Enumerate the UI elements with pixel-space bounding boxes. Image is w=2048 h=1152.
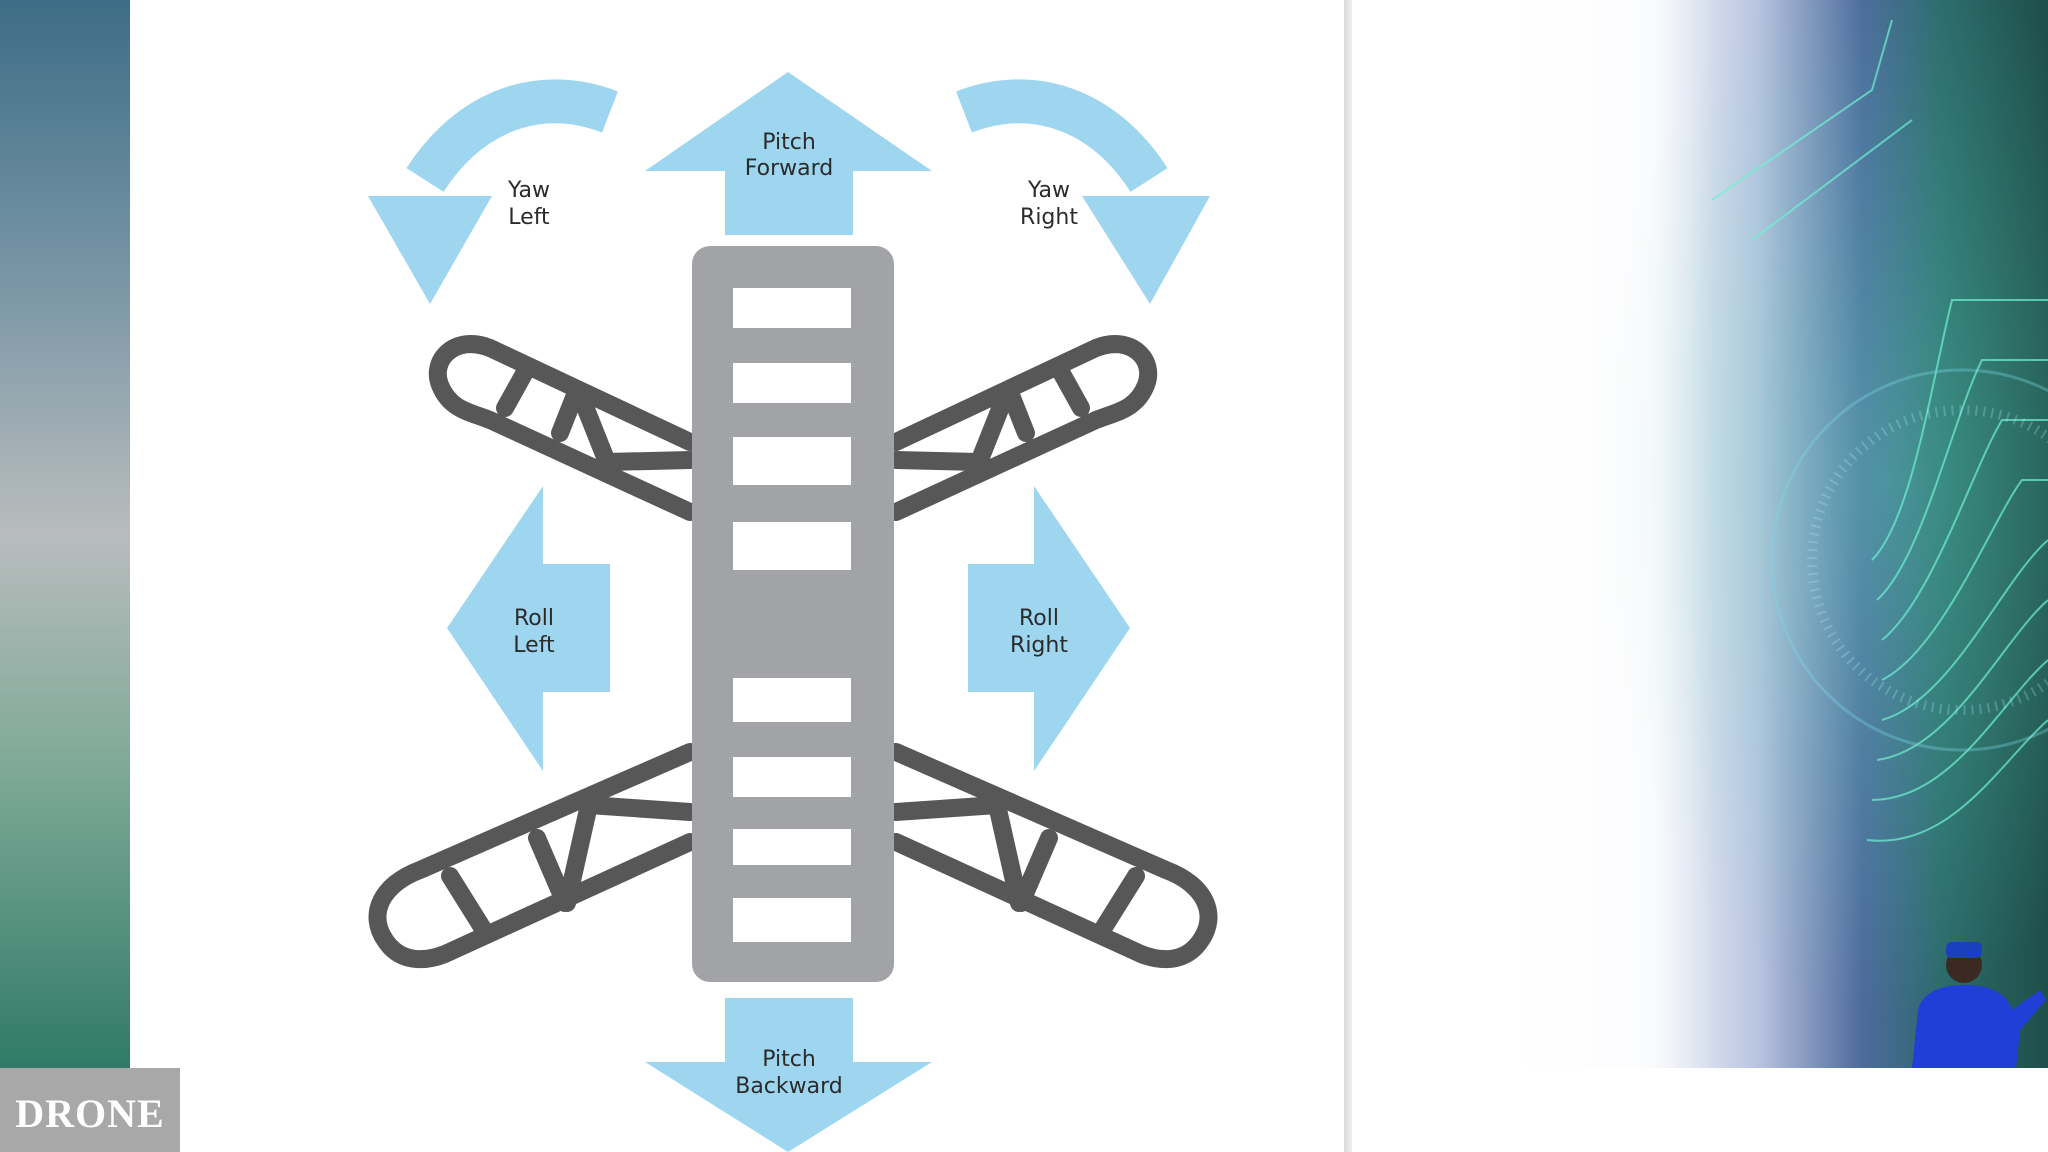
slide-title-box: DRONE: [0, 1068, 180, 1152]
label-yaw-right-line2: Right: [1020, 205, 1078, 230]
frame-arm-top-right: [887, 335, 1158, 521]
label-pitch-forward-line2: Forward: [745, 156, 833, 181]
yaw-left-arrow: [368, 79, 618, 304]
label-roll-right-line1: Roll: [1019, 606, 1059, 631]
label-yaw-right-line1: Yaw: [1027, 178, 1070, 203]
pitch-forward-arrow: [645, 72, 932, 235]
roll-left-arrow: [447, 486, 610, 771]
frame-arm-bottom-left: [368, 743, 699, 969]
decorative-left-strip: [0, 0, 130, 1068]
label-roll-left-line2: Left: [513, 633, 555, 658]
presenter-person-icon: [1912, 942, 2046, 1068]
decorative-circuit-panel: [1352, 0, 2048, 1068]
label-pitch-forward-line1: Pitch: [762, 130, 816, 155]
drone-body: [692, 246, 894, 982]
label-yaw-left-line2: Left: [508, 205, 550, 230]
pitch-backward-arrow: [645, 998, 932, 1152]
label-pitch-backward-line1: Pitch: [762, 1047, 816, 1072]
frame-arm-top-left: [428, 335, 699, 521]
label-roll-right-line2: Right: [1010, 633, 1068, 658]
label-roll-left-line1: Roll: [514, 606, 554, 631]
drone-control-diagram: Pitch Forward Pitch Backward Yaw Left Ya…: [368, 72, 1218, 1152]
roll-right-arrow: [968, 486, 1130, 771]
frame-arm-bottom-right: [887, 743, 1218, 969]
label-yaw-left-line1: Yaw: [507, 178, 550, 203]
yaw-right-arrow: [956, 79, 1210, 304]
slide-title: DRONE: [15, 1090, 165, 1136]
slide-divider: [1344, 0, 1352, 1152]
label-pitch-backward-line2: Backward: [735, 1074, 843, 1099]
